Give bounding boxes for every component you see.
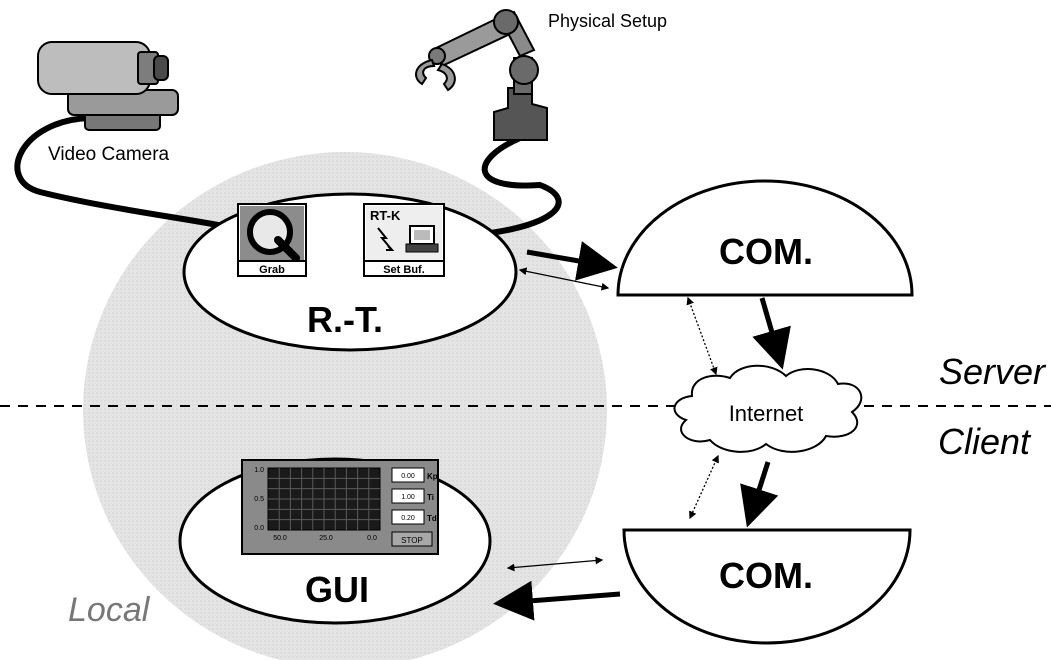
param-value: 0.20 xyxy=(401,515,415,522)
link-internet-com xyxy=(689,454,719,520)
internet-label: Internet xyxy=(729,401,804,426)
com-server-label: COM. xyxy=(719,231,813,272)
plot-x-ticks: 50.0 25.0 0.0 xyxy=(273,535,377,542)
local-label: Local xyxy=(68,591,151,629)
param-field[interactable] xyxy=(391,467,425,483)
y-tick-label: 0.5 xyxy=(254,496,264,503)
camera-cable xyxy=(14,115,261,237)
plot-grid xyxy=(268,468,380,530)
grab-label: Grab xyxy=(259,264,285,276)
param-name: Ti xyxy=(427,493,434,502)
video-camera-icon xyxy=(37,41,179,131)
gui-control-panel: 1.0 0.5 0.0 50.0 25.0 0.0 0.00 Kp 1.00 Ti 0.20 Td… xyxy=(241,459,439,555)
setbuf-label: Set Buf. xyxy=(383,264,425,276)
arrow-com-to-internet xyxy=(752,297,791,370)
grab-block-icon xyxy=(237,203,307,277)
y-tick-label: 1.0 xyxy=(254,467,264,474)
link-com-gui xyxy=(506,556,604,572)
link-com-internet xyxy=(686,296,718,376)
gui-node-label: GUI xyxy=(305,569,369,610)
param-name: Td xyxy=(427,514,437,523)
video-camera-label: Video Camera xyxy=(48,144,170,165)
arrow-com-to-gui xyxy=(493,580,621,621)
robot-cable xyxy=(435,135,562,241)
rtk-title: RT-K xyxy=(370,208,401,223)
com-server-node xyxy=(616,179,914,297)
y-tick-label: 0.0 xyxy=(254,525,264,532)
rt-node-label: R.-T. xyxy=(307,299,383,340)
param-rows: 0.00 Kp 1.00 Ti 0.20 Td xyxy=(391,467,438,525)
x-tick-label: 25.0 xyxy=(319,535,333,542)
x-tick-label: 50.0 xyxy=(273,535,287,542)
arrow-internet-to-com xyxy=(740,461,779,528)
stop-button-label: STOP xyxy=(401,536,423,545)
arrow-rt-to-com xyxy=(526,241,618,281)
rtk-block-icon xyxy=(363,203,445,277)
x-tick-label: 0.0 xyxy=(367,535,377,542)
com-client-label: COM. xyxy=(719,555,813,596)
plot-y-ticks: 1.0 0.5 0.0 xyxy=(254,467,264,532)
server-label: Server xyxy=(939,351,1047,392)
param-field[interactable] xyxy=(391,488,425,504)
robot-arm-icon xyxy=(415,9,548,141)
param-value: 0.00 xyxy=(401,473,415,480)
physical-setup-label: Physical Setup xyxy=(548,11,667,31)
com-client-node xyxy=(622,528,912,645)
client-label: Client xyxy=(938,421,1032,462)
param-value: 1.00 xyxy=(401,494,415,501)
stop-button[interactable] xyxy=(391,531,433,547)
param-name: Kp xyxy=(427,472,438,481)
link-rt-com xyxy=(518,267,610,291)
param-field[interactable] xyxy=(391,509,425,525)
